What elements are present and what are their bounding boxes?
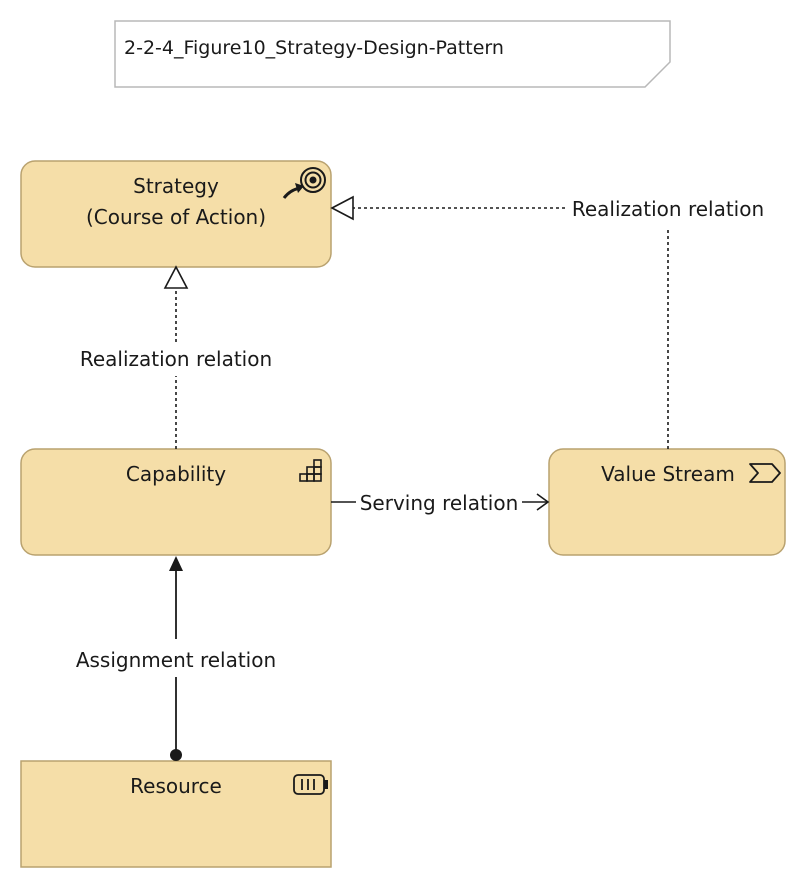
capability-icon [299,459,322,482]
serving-relation-label: Serving relation [360,491,519,515]
realization-arrowhead [163,265,189,289]
assignment-source-dot [170,749,182,761]
serving-relation[interactable]: Serving relation [331,491,550,515]
assignment-relation-label: Assignment relation [76,648,276,672]
strategy-sublabel: (Course of Action) [86,205,266,229]
realization-relation-label: Realization relation [572,197,764,221]
capability-element[interactable]: Capability [20,448,332,556]
resource-icon [293,774,328,795]
title-note[interactable]: 2-2-4_Figure10_Strategy-Design-Pattern [114,20,671,88]
realization-relation-label: Realization relation [80,347,272,371]
diagram-title: 2-2-4_Figure10_Strategy-Design-Pattern [124,37,504,59]
value-stream-icon [749,463,781,483]
resource-label: Resource [130,774,222,798]
course-of-action-icon [282,167,326,199]
value-stream-element[interactable]: Value Stream [548,448,786,556]
value-stream-label: Value Stream [601,462,735,486]
serving-arrowhead [536,493,550,511]
capability-label: Capability [126,462,226,486]
strategy-label: Strategy [133,174,219,198]
strategy-element[interactable]: Strategy (Course of Action) [20,160,332,268]
resource-element[interactable]: Resource [20,760,332,868]
assignment-arrowhead [169,556,183,571]
realization-relation-value-stream-to-strategy[interactable]: Realization relation [330,195,764,449]
realization-relation-capability-to-strategy[interactable]: Realization relation [80,265,272,449]
realization-arrowhead [330,195,354,221]
assignment-relation[interactable]: Assignment relation [76,556,276,761]
